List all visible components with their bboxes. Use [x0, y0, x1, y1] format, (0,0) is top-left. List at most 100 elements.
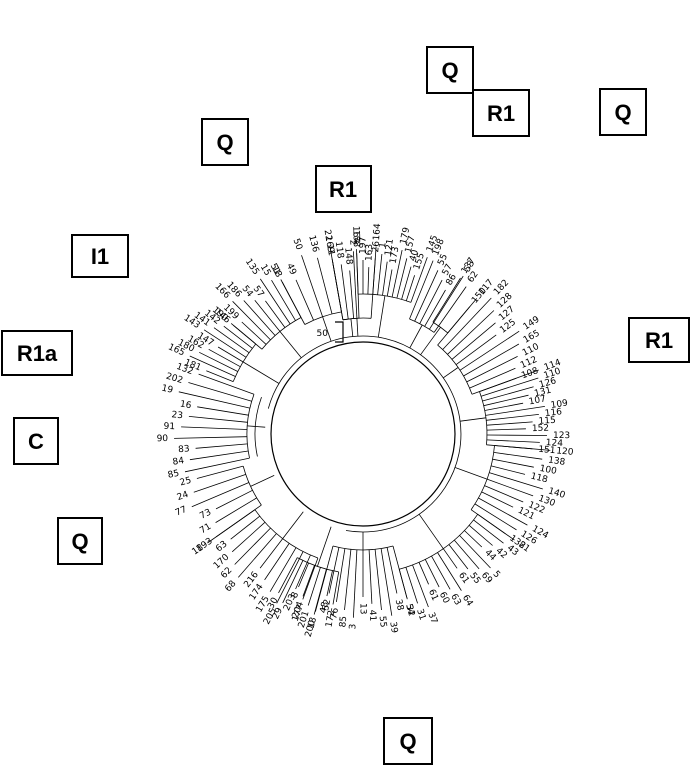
- leaf-branch: [302, 557, 319, 600]
- leaf-branch: [466, 356, 518, 383]
- leaf-branch: [368, 549, 373, 604]
- leaf-label: 116: [544, 407, 562, 419]
- leaf-branch: [396, 258, 408, 299]
- leaf-label: 8: [290, 591, 302, 600]
- leaf-label: 63: [214, 539, 229, 554]
- haplogroup-label: R1: [645, 328, 673, 353]
- leaf-label: 51: [268, 262, 282, 277]
- leaf-label: 173: [389, 246, 402, 265]
- leaf-branch: [199, 351, 238, 372]
- leaf-branch: [178, 391, 250, 409]
- leaf-branch: [207, 509, 256, 544]
- branch-stem: [418, 514, 444, 549]
- branch-arc: [399, 514, 479, 570]
- leaf-branch: [326, 570, 333, 597]
- branch-stem: [460, 417, 486, 422]
- leaf-label: 40: [408, 248, 421, 262]
- leaf-label: 85: [338, 616, 349, 628]
- leaf-label: 120: [556, 446, 574, 457]
- leaf-label: 41: [367, 610, 378, 622]
- leaf-branch: [295, 554, 311, 590]
- leaf-label: 55: [436, 253, 450, 268]
- backbone-arc: [267, 335, 462, 533]
- leaf-label: 202: [165, 372, 184, 386]
- leaf-label: 169: [323, 235, 336, 254]
- leaf-branch: [437, 552, 462, 591]
- haplogroup-box-q-top-right: Q: [599, 88, 647, 136]
- leaf-label: 109: [550, 398, 569, 410]
- leaf-branch: [492, 458, 534, 468]
- leaf-branch: [264, 543, 290, 581]
- branch-arc: [261, 317, 302, 350]
- leaf-label: 57: [251, 284, 266, 299]
- haplogroup-label: Q: [399, 729, 416, 754]
- leaf-branch: [189, 450, 249, 461]
- leaf-branch: [332, 571, 340, 605]
- leaf-label: 23: [171, 410, 183, 421]
- leaf-branch: [301, 255, 323, 317]
- leaf-branch: [353, 251, 358, 319]
- leaf-branch: [367, 267, 370, 295]
- leaf-branch: [356, 249, 360, 319]
- leaf-branch: [431, 555, 451, 590]
- leaf-label: 149: [522, 315, 542, 333]
- leaf-label: 91: [163, 422, 175, 432]
- branch-stem: [377, 295, 386, 338]
- leaf-label: 29: [271, 606, 285, 621]
- branch-stem: [279, 331, 302, 359]
- haplogroup-label: Q: [216, 130, 233, 155]
- leaf-branch: [479, 377, 517, 392]
- leaf-branch: [386, 269, 393, 297]
- leaf-branch: [174, 436, 248, 439]
- branch-arc: [358, 293, 412, 303]
- leaf-label: 2: [347, 239, 357, 245]
- leaf-label: 30: [266, 596, 280, 611]
- leaf-label: 124: [546, 438, 564, 449]
- leaf-branch: [213, 327, 250, 354]
- haplogroup-box-r1-upper-center: R1: [315, 165, 372, 213]
- leaf-label: 83: [178, 444, 190, 455]
- leaf-branch: [295, 279, 314, 321]
- leaf-branch: [313, 568, 327, 615]
- leaf-branch: [328, 547, 340, 594]
- leaf-branch: [233, 325, 257, 345]
- leaf-branch: [223, 325, 253, 349]
- leaf-label: 55: [377, 616, 388, 628]
- leaf-branch: [181, 426, 248, 430]
- leaf-branch: [276, 551, 304, 604]
- leaf-branch: [484, 402, 524, 411]
- branch-stem: [247, 425, 266, 428]
- leaf-label: 22: [322, 229, 334, 242]
- leaf-label: 18: [306, 616, 319, 630]
- leaf-branch: [491, 465, 526, 475]
- leaf-branch: [191, 482, 250, 508]
- branch-stem: [322, 316, 332, 342]
- leaf-branch: [401, 266, 412, 300]
- leaf-branch: [459, 330, 520, 371]
- leaf-branch: [493, 452, 543, 460]
- leaf-label: 138: [547, 456, 566, 468]
- leaf-branch: [241, 321, 267, 345]
- leaf-branch: [494, 445, 551, 451]
- leaf-branch: [485, 406, 545, 416]
- leaf-label: 131: [533, 386, 552, 400]
- leaf-label: 157: [404, 235, 418, 254]
- leaf-label: 73: [198, 508, 213, 522]
- haplogroup-box-i1: I1: [71, 234, 129, 278]
- leaf-branch: [486, 478, 534, 497]
- haplogroup-box-q-top: Q: [426, 46, 474, 94]
- branch-arc: [246, 394, 255, 459]
- leaf-branch: [336, 548, 346, 602]
- leaf-branch: [217, 346, 244, 363]
- haplogroup-box-r1a: R1a: [1, 330, 73, 376]
- leaf-label: 77: [174, 505, 188, 519]
- branch-stem: [356, 318, 359, 337]
- leaf-branch: [340, 264, 349, 319]
- leaf-label: 19: [161, 384, 175, 396]
- leaf-branch: [392, 545, 408, 599]
- leaf-branch: [265, 300, 286, 328]
- leaf-label: 25: [179, 476, 193, 489]
- leaf-label: 1: [378, 242, 389, 249]
- branch-arc: [304, 311, 342, 325]
- leaf-branch: [332, 261, 342, 312]
